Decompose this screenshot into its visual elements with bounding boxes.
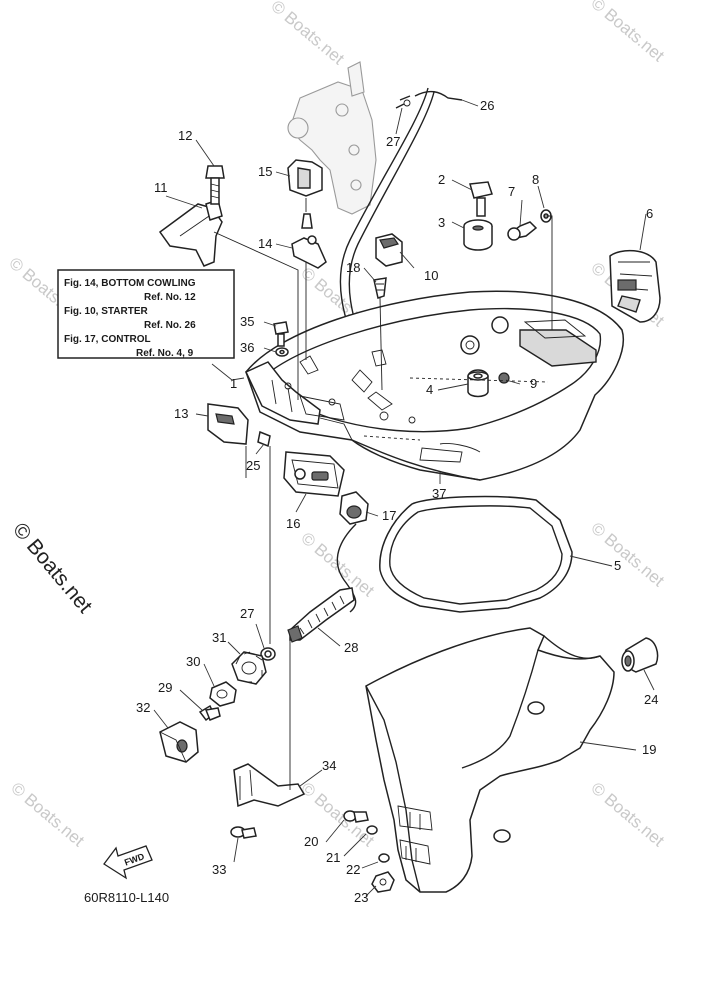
callout-7: 7 [508, 184, 515, 199]
fitting-29 [198, 704, 221, 722]
grommet-32 [159, 721, 199, 763]
grommet-10 [375, 233, 403, 267]
nut-23 [371, 871, 395, 893]
watermark: © Boats.net [267, 0, 348, 68]
callout-13: 13 [174, 406, 188, 421]
callout-15: 15 [258, 164, 272, 179]
grommet-3 [463, 219, 493, 251]
clip-17 [339, 491, 369, 525]
plug-18 [373, 277, 387, 299]
callout-4: 4 [426, 382, 433, 397]
clip-27b [260, 647, 276, 661]
screw-35 [273, 321, 289, 347]
callout-12: 12 [178, 128, 192, 143]
washer-22 [378, 853, 390, 863]
callout-19: 19 [642, 742, 656, 757]
callout-31: 31 [212, 630, 226, 645]
washer-36 [275, 347, 289, 357]
lower-cover-19 [365, 627, 615, 893]
grommet-24 [621, 637, 659, 673]
callout-25: 25 [246, 458, 260, 473]
screw-7 [507, 221, 538, 241]
callout-26: 26 [480, 98, 494, 113]
bracket-14 [291, 235, 327, 269]
plate-13 [207, 403, 249, 445]
callout-30: 30 [186, 654, 200, 669]
side-watermark: © Boats.net [8, 518, 96, 617]
note-line: Fig. 10, STARTER [64, 306, 148, 317]
diagram-code: 60R8110-L140 [84, 890, 169, 905]
fwd-arrow-icon: FWD [103, 845, 153, 880]
pad-25 [257, 430, 271, 448]
callout-20: 20 [304, 834, 318, 849]
callout-29: 29 [158, 680, 172, 695]
callout-3: 3 [438, 215, 445, 230]
clip-15 [287, 159, 323, 229]
callout-28: 28 [344, 640, 358, 655]
bracket-11 [158, 199, 223, 267]
callout-14: 14 [258, 236, 272, 251]
carburetor-ghost [287, 61, 377, 215]
bracket-34 [233, 763, 306, 808]
watermark: © Boats.net [587, 779, 668, 851]
watermark: © Boats.net [587, 0, 668, 65]
callout-2: 2 [438, 172, 445, 187]
callout-32: 32 [136, 700, 150, 715]
callout-8: 8 [532, 172, 539, 187]
callout-23: 23 [354, 890, 368, 905]
callout-16: 16 [286, 516, 300, 531]
watermark: © Boats.net [587, 519, 668, 591]
callout-22: 22 [346, 862, 360, 877]
bolt-2 [469, 181, 493, 217]
note-line: Ref. No. 12 [144, 292, 196, 303]
gasket-5 [379, 495, 573, 613]
watermark: © Boats.net [7, 779, 88, 851]
callout-27a: 27 [386, 134, 400, 149]
note-line: Ref. No. 26 [144, 320, 196, 331]
screw-20 [343, 810, 369, 823]
callout-5: 5 [614, 558, 621, 573]
callout-34: 34 [322, 758, 336, 773]
rear-bracket-6 [609, 249, 661, 323]
switch-panel-16 [283, 451, 345, 497]
callout-6: 6 [646, 206, 653, 221]
note-line: Ref. No. 4, 9 [136, 348, 194, 359]
callout-21: 21 [326, 850, 340, 865]
washer-30 [209, 681, 237, 707]
callout-11: 11 [154, 180, 168, 195]
cable-28 [287, 523, 357, 643]
callout-33: 33 [212, 862, 226, 877]
callout-17: 17 [382, 508, 396, 523]
bolt-12 [205, 165, 225, 205]
callout-35: 35 [240, 314, 254, 329]
callout-18: 18 [346, 260, 360, 275]
callout-36: 36 [240, 340, 254, 355]
callout-labels: 1 2 3 4 5 6 7 8 9 10 11 12 13 14 15 16 1… [136, 98, 658, 905]
callout-27b: 27 [240, 606, 254, 621]
reference-note-box: Fig. 14, BOTTOM COWLING Ref. No. 12 Fig.… [57, 269, 235, 359]
note-line: Fig. 14, BOTTOM COWLING [64, 278, 196, 289]
screw-33 [230, 826, 257, 839]
callout-37: 37 [432, 486, 446, 501]
callout-9: 9 [530, 376, 537, 391]
callout-1: 1 [230, 376, 237, 391]
bottom-cowling-1 [244, 290, 624, 481]
nut-31 [231, 651, 267, 685]
leader-lines [153, 99, 655, 897]
callout-10: 10 [424, 268, 438, 283]
washer-21 [366, 825, 378, 835]
note-line: Fig. 17, CONTROL [64, 334, 151, 345]
callout-24: 24 [644, 692, 658, 707]
